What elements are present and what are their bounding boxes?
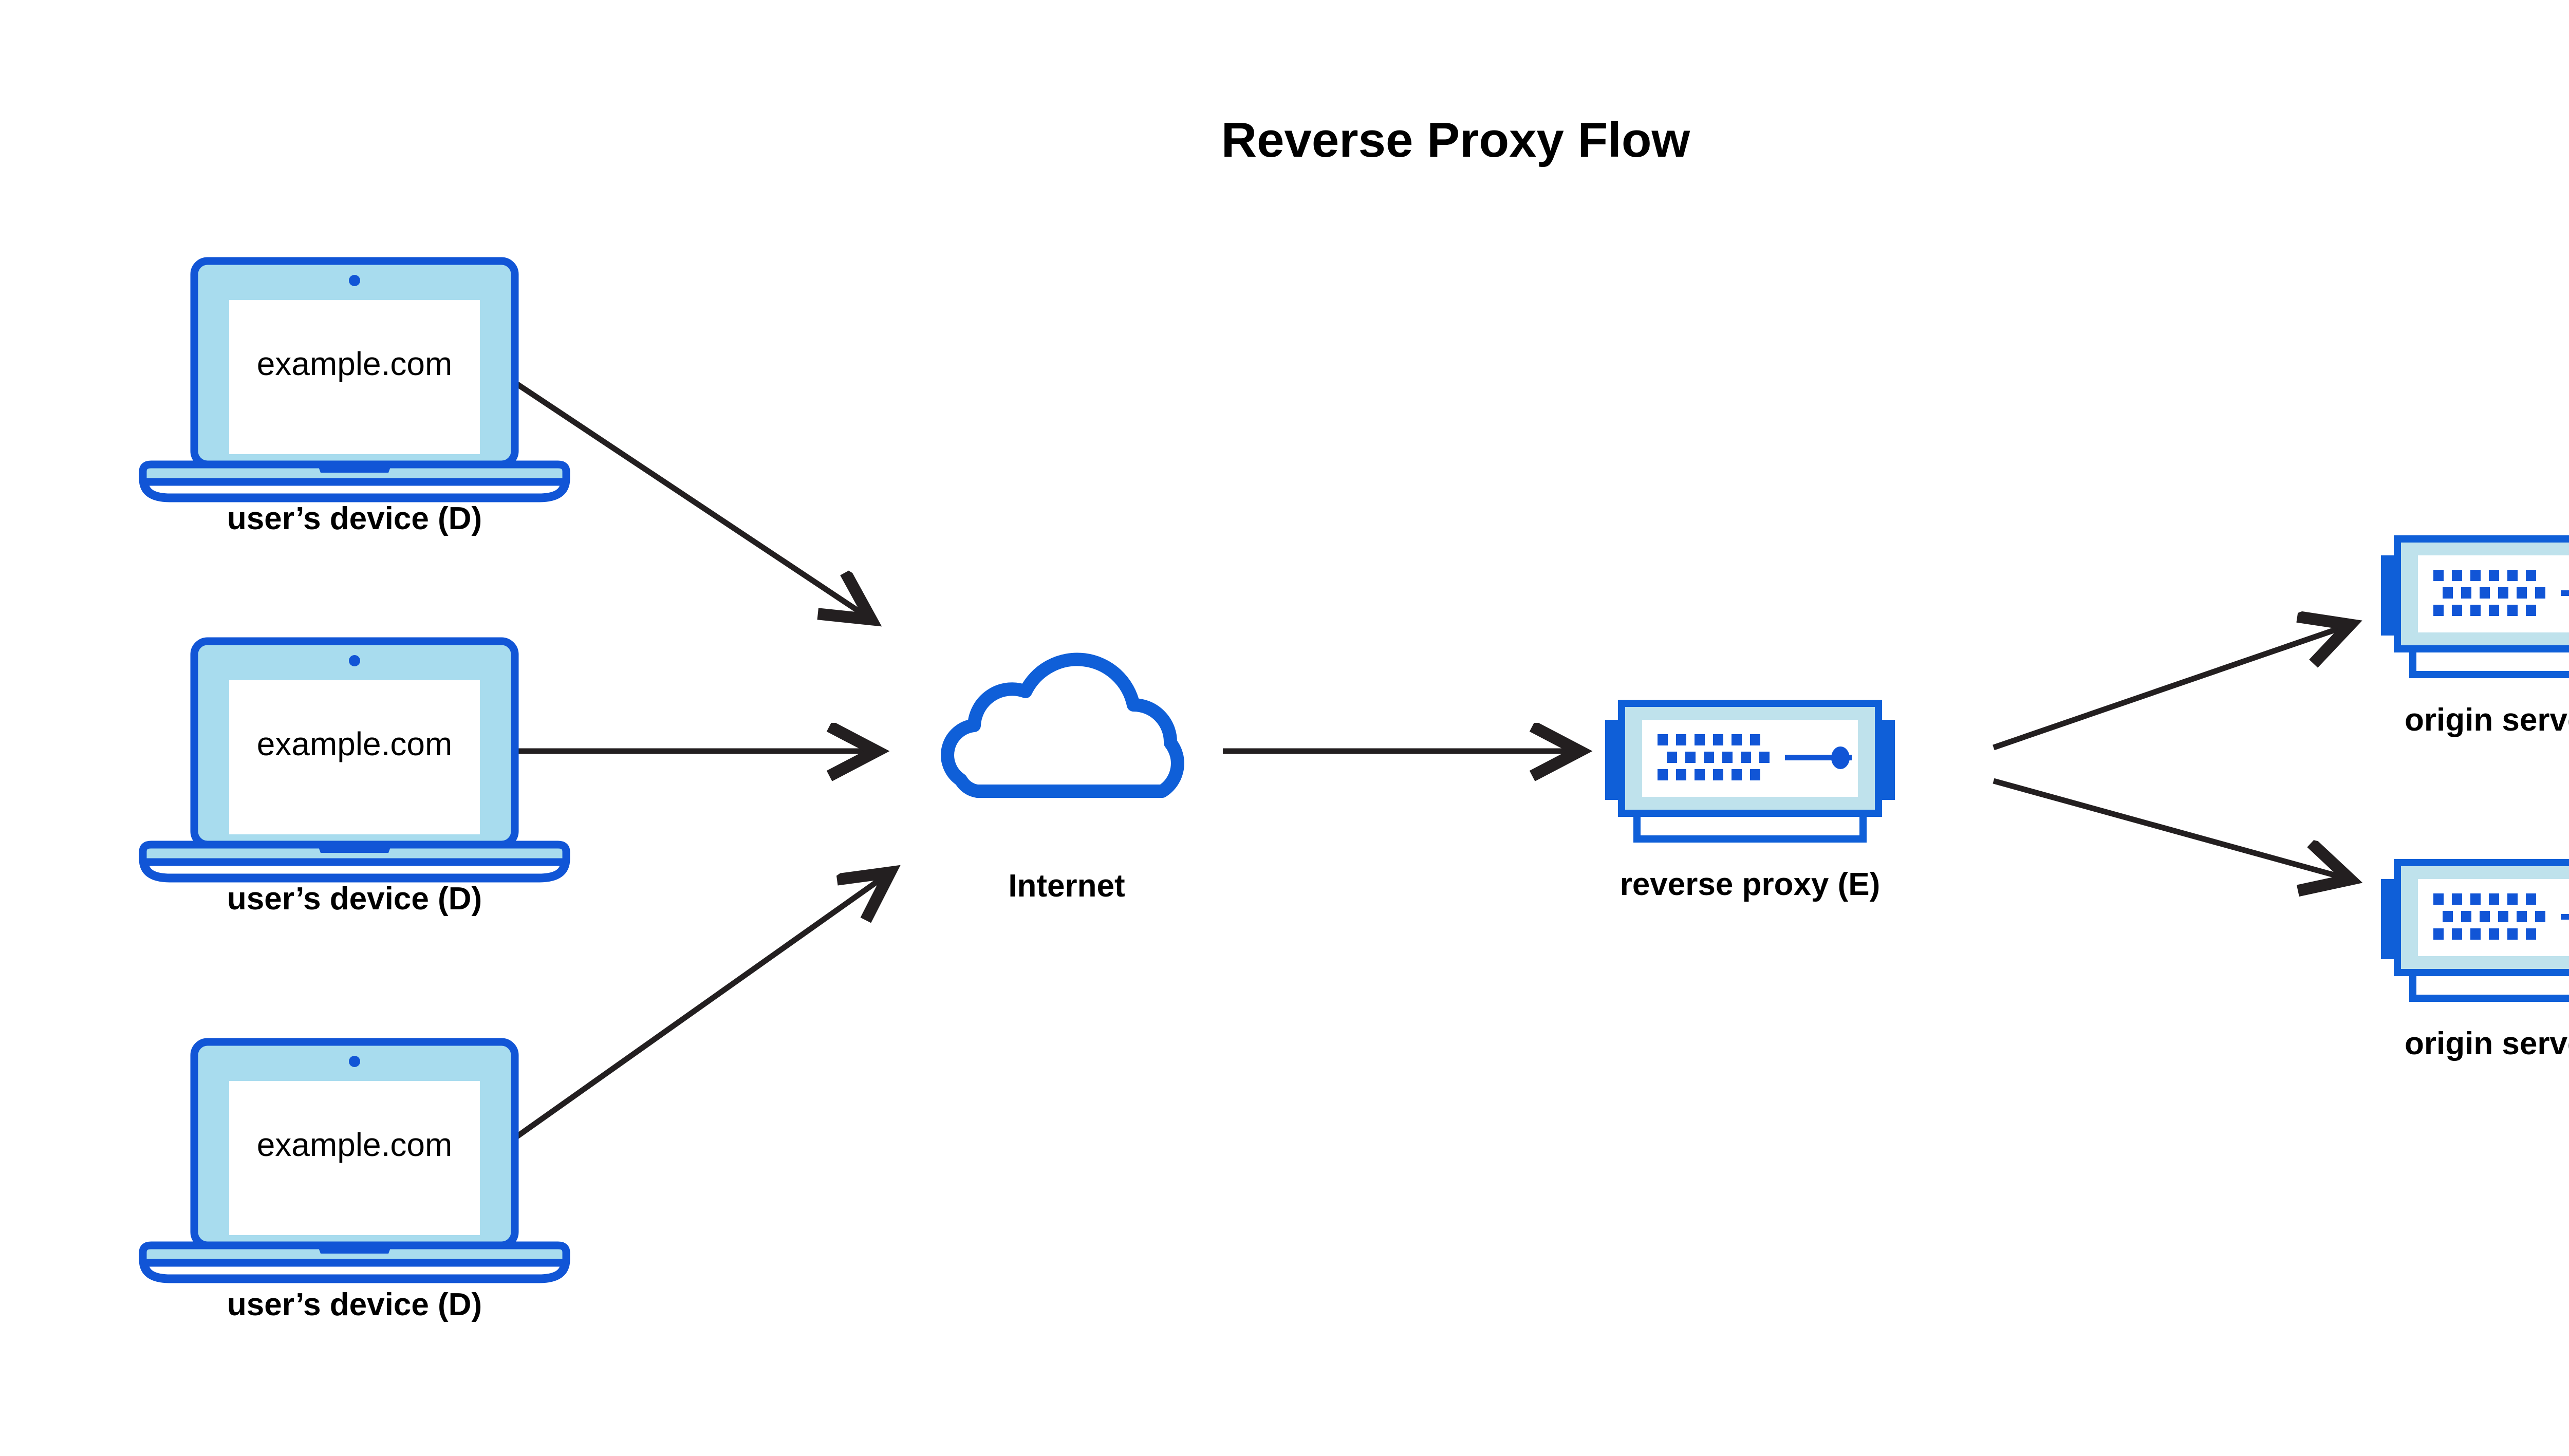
device-1-label: user’s device (D) <box>227 501 482 536</box>
cloud-icon <box>947 659 1178 791</box>
origin-server-1-label: origin server (F) <box>2405 702 2569 738</box>
origin-server-2-label: origin server (F) <box>2405 1026 2569 1061</box>
node-origin-server-2[interactable]: origin server (F) <box>2381 863 2569 1061</box>
device-screen-text: example.com <box>257 1126 453 1163</box>
node-origin-server-1[interactable]: origin server (F) <box>2381 539 2569 738</box>
node-device-3[interactable]: example.com user’s device (D) <box>143 1042 566 1322</box>
server-icon <box>2381 863 2569 998</box>
device-screen-text: example.com <box>257 345 453 382</box>
node-device-2[interactable]: example.com user’s device (D) <box>143 641 566 917</box>
node-reverse-proxy[interactable]: reverse proxy (E) <box>1605 703 1895 902</box>
device-2-label: user’s device (D) <box>227 881 482 917</box>
page-title: Reverse Proxy Flow <box>1221 113 1690 167</box>
connector-layer <box>501 372 2347 1143</box>
device-3-label: user’s device (D) <box>227 1287 482 1322</box>
node-device-1[interactable]: example.com user’s device (D) <box>143 261 566 536</box>
server-icon <box>1605 703 1895 839</box>
edge-proxy-origin1 <box>1993 626 2347 751</box>
edge-device3-internet <box>509 874 887 1143</box>
device-screen-text: example.com <box>257 725 453 762</box>
reverse-proxy-label: reverse proxy (E) <box>1620 867 1881 902</box>
edge-device1-internet <box>501 372 868 618</box>
edge-proxy-origin2 <box>1993 778 2347 879</box>
internet-label: Internet <box>1008 868 1125 904</box>
node-internet-cloud[interactable]: Internet <box>947 659 1178 904</box>
server-icon <box>2381 539 2569 675</box>
